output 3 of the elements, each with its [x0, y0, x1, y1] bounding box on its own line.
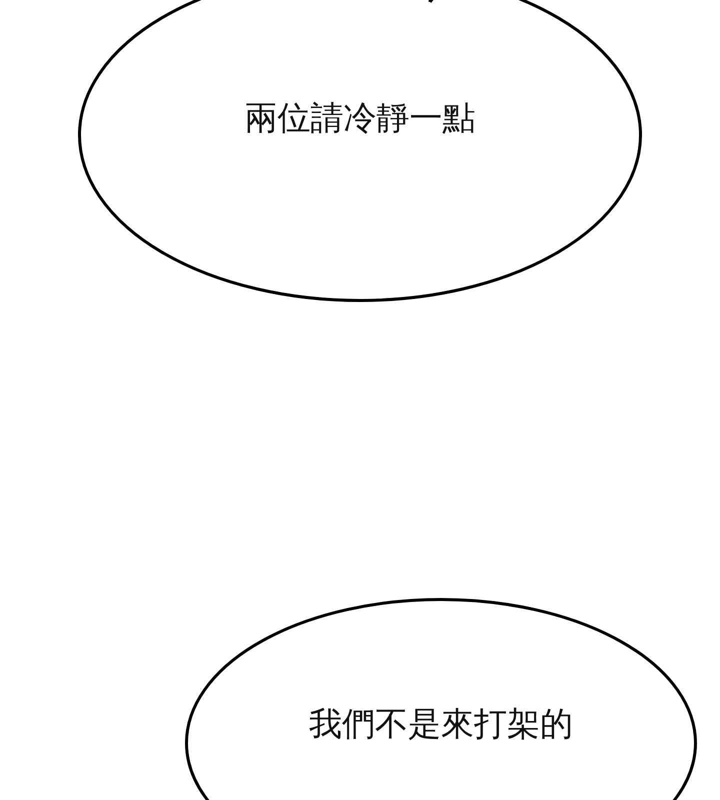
speech-bubble: [78, 0, 642, 302]
dialogue-text: 兩位請冷靜一點: [244, 97, 476, 139]
dialogue-text: 我們不是來打架的: [308, 703, 574, 745]
